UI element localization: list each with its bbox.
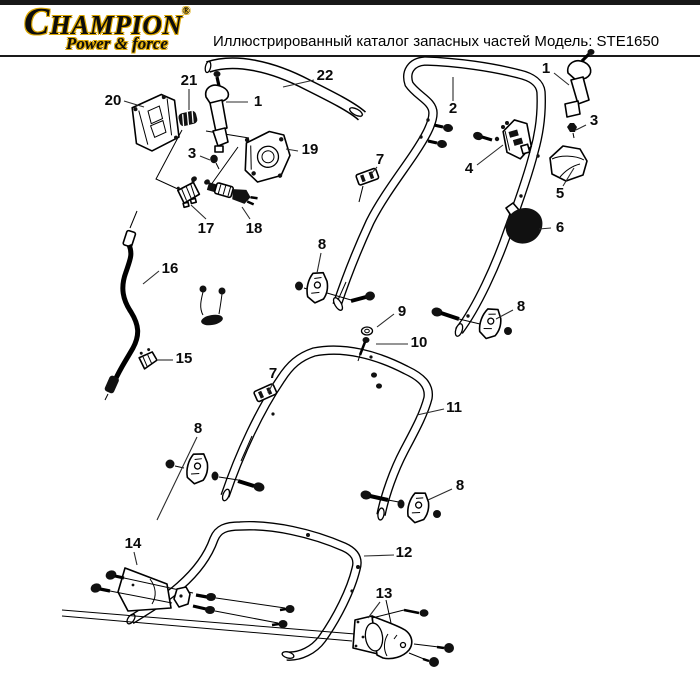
part-7-lower-clamp	[253, 383, 278, 403]
part-callout-18: 18	[246, 220, 263, 237]
upper-grip-tube-22	[204, 57, 367, 121]
part-19-housing	[244, 130, 291, 183]
part-16-cable	[104, 210, 141, 401]
part-7-upper-clamp	[355, 167, 380, 203]
part-callout-20: 20	[105, 92, 122, 109]
part-9-ring	[360, 326, 374, 336]
part-callout-7: 7	[269, 365, 277, 382]
callout-leader-line	[367, 601, 381, 619]
callout-leader-line	[476, 144, 504, 166]
upper-handle-tube-2	[332, 56, 546, 337]
brand-name: CHAMPION®	[24, 3, 214, 41]
part-15-clamp	[138, 348, 158, 370]
callout-leader-line	[416, 408, 445, 416]
brand-initial: C	[24, 1, 50, 43]
part-1-left-lever	[204, 71, 230, 153]
left-leg-bolts	[427, 123, 453, 149]
part-callout-3: 3	[590, 112, 598, 129]
part-callout-7: 7	[376, 151, 384, 168]
part-callout-15: 15	[176, 350, 193, 367]
part-callout-22: 22	[317, 67, 334, 84]
callout-leader-line	[316, 252, 322, 274]
part-callout-21: 21	[181, 72, 198, 89]
part-8-lower-left	[165, 450, 265, 492]
part-10-bolt	[357, 337, 370, 362]
part-20-switch-box	[131, 93, 180, 152]
part-callout-8: 8	[318, 236, 326, 253]
callout-leader-line	[285, 148, 299, 152]
callout-leader-line	[553, 72, 570, 86]
part-callout-17: 17	[198, 220, 215, 237]
part-6-grip	[505, 202, 543, 244]
callout-leader-line	[538, 227, 552, 230]
callout-leader-line	[495, 309, 514, 320]
middle-handle-tube-11	[220, 345, 433, 521]
callout-leader-line	[282, 79, 315, 88]
part-callout-5: 5	[556, 185, 564, 202]
callout-leader-line	[370, 166, 378, 175]
brand-tagline: Power & force	[66, 34, 168, 53]
part-callout-16: 16	[162, 260, 179, 277]
callout-leader-line	[241, 206, 251, 220]
part-1-right-lever	[564, 49, 595, 118]
part-callout-9: 9	[398, 303, 406, 320]
part-17-connector	[176, 179, 201, 209]
part-callout-2: 2	[449, 100, 457, 117]
part-3-right-nut	[567, 123, 577, 139]
registered-mark: ®	[182, 6, 191, 17]
part-21-spring	[178, 110, 198, 127]
header-divider	[0, 55, 700, 57]
part-callout-4: 4	[465, 160, 474, 177]
part-callout-13: 13	[376, 585, 393, 602]
top-border-bar	[0, 0, 700, 5]
page-title: Иллюстрированный каталог запасных частей…	[213, 33, 660, 50]
part-8-bottom-right	[360, 489, 441, 526]
long-rod	[61, 609, 448, 662]
part-8-right-mid	[431, 305, 512, 342]
part-13-bracket	[352, 599, 454, 667]
part-8-upper-left	[295, 269, 375, 306]
callout-leader-line	[363, 554, 395, 557]
callout-leader-line	[123, 100, 145, 108]
part-callout-1: 1	[254, 93, 262, 110]
callout-leader-line	[190, 204, 207, 220]
part-callout-19: 19	[302, 141, 319, 158]
part-callout-6: 6	[556, 219, 564, 236]
part-callout-14: 14	[125, 535, 142, 552]
part-callout-3: 3	[188, 145, 196, 162]
part-3-left-bolt	[210, 154, 220, 170]
callout-leader-line	[142, 270, 160, 285]
part-callout-8: 8	[456, 477, 464, 494]
lower-handle-tube-12	[126, 520, 362, 661]
brand-logo: CHAMPION® Power & force	[24, 3, 214, 54]
callout-leader-line	[575, 124, 587, 131]
callout-leader-line	[267, 382, 274, 394]
part-callout-1: 1	[542, 60, 550, 77]
callout-leader-line	[376, 313, 395, 328]
callout-leader-line	[562, 167, 575, 187]
part-callout-8: 8	[194, 420, 202, 437]
part-14-bracket	[90, 567, 295, 628]
part-18-plug	[191, 176, 258, 206]
part-4-switch-housing	[473, 119, 533, 160]
brand-rest: HAMPION	[49, 10, 183, 40]
part-callout-8: 8	[517, 298, 525, 315]
part-callout-10: 10	[411, 334, 428, 351]
part-callout-11: 11	[446, 399, 462, 416]
callout-leader-line	[156, 436, 198, 521]
wire-terminals	[199, 285, 226, 326]
callout-leader-line	[199, 155, 211, 161]
callout-leader-line	[133, 551, 138, 566]
callout-leader-line	[427, 488, 453, 501]
part-5-cover	[549, 145, 588, 182]
part-callout-12: 12	[396, 544, 413, 561]
